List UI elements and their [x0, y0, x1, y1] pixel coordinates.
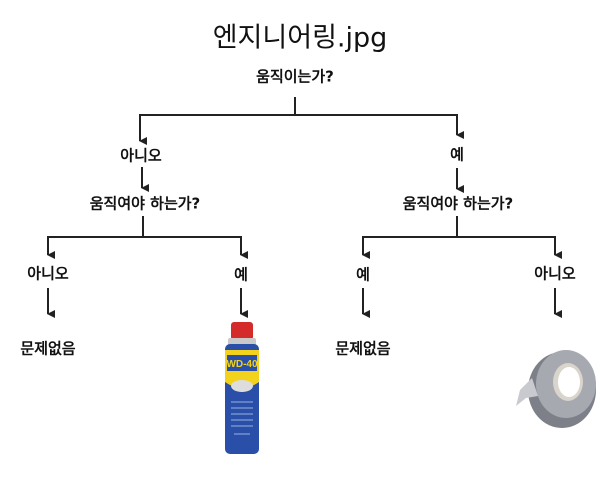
wd40-logo-text: WD-40: [226, 359, 258, 370]
result-no-problem-right: 문제없음: [335, 339, 391, 358]
root-question: 움직이는가?: [256, 67, 334, 86]
label-yes: 예: [450, 145, 464, 164]
question-no-branch: 움직여야 하는가?: [89, 194, 201, 213]
page-title: 엔지니어링.jpg: [212, 22, 388, 54]
label-yes-no: 아니오: [534, 264, 576, 283]
label-no: 아니오: [120, 146, 162, 165]
wd40-can-image: WD-40: [225, 322, 259, 454]
result-no-problem-left: 문제없음: [20, 339, 76, 358]
label-no-yes: 예: [234, 265, 248, 284]
label-yes-yes: 예: [356, 265, 370, 284]
question-yes-branch: 움직여야 하는가?: [402, 194, 514, 213]
label-no-no: 아니오: [27, 264, 69, 283]
duct-tape-image: [516, 350, 596, 428]
